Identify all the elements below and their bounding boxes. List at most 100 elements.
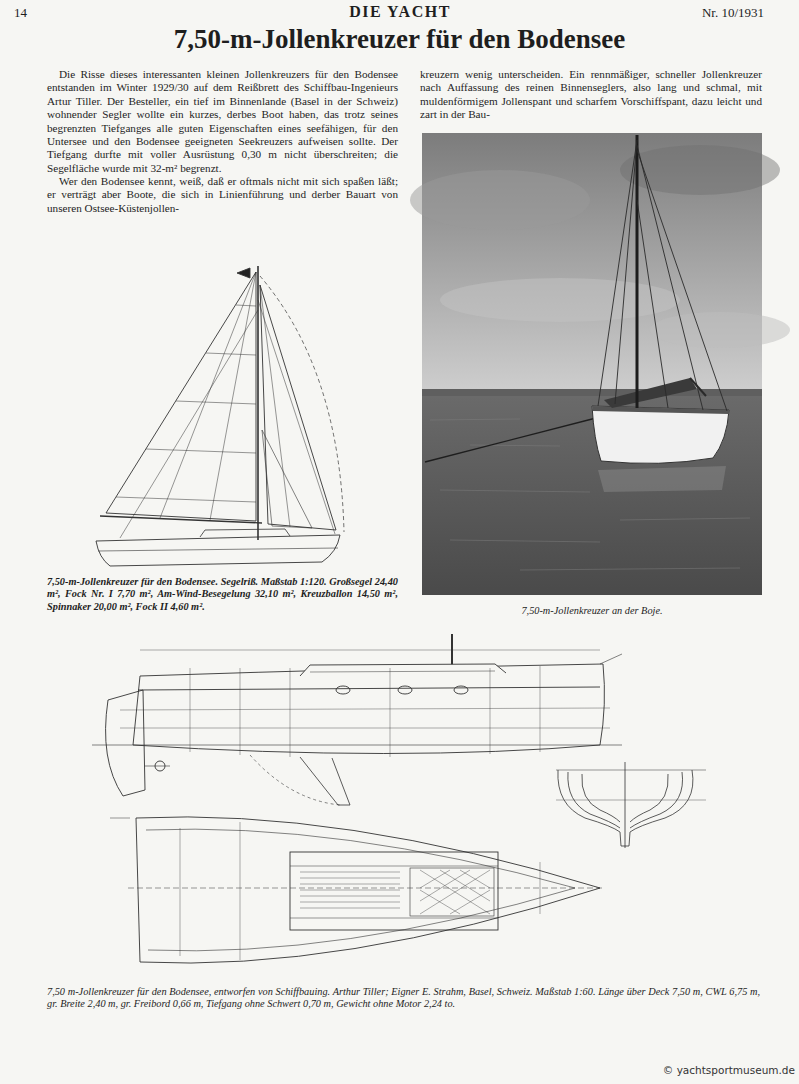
body-plan-line (556, 800, 706, 801)
sail-plan-line (200, 529, 290, 537)
boat-photo-line (422, 396, 762, 595)
deck-plan-line-line (420, 870, 490, 914)
boat-photo-line (598, 466, 726, 492)
deck-plan-line-line (300, 896, 400, 897)
deck-plan-line-line (300, 890, 400, 891)
hull-profile-line (190, 666, 540, 757)
hull-profile-line (140, 650, 600, 651)
boat-photo-line-line (637, 150, 727, 411)
boat-photo-line-line (440, 490, 590, 492)
sail-plan-line (260, 285, 336, 530)
hull-profile-line (133, 664, 604, 754)
boat-photo-line-line (450, 540, 600, 542)
hull-profile-line (310, 671, 495, 672)
figure-caption: 7,50-m-Jollenkreuzer für den Bodensee. S… (47, 576, 398, 613)
hull-profile-line-line (240, 668, 241, 755)
hull-profile-line (120, 728, 610, 729)
hull-profile-line-line (390, 668, 391, 757)
sail-plan-line (120, 310, 258, 538)
boat-photo-line-line (620, 518, 750, 520)
sail-plan-line-line (160, 272, 256, 518)
issue-number: Nr. 10/1931 (640, 5, 764, 21)
sail-plan-line-line (236, 305, 256, 306)
body-paragraph: Wer den Bodensee kennt, weiß, daß er oft… (47, 175, 398, 215)
figure-caption: 7,50 m-Jollenkreuzer für den Bodensee, e… (47, 986, 760, 1011)
hull-profile-line-line (190, 668, 191, 752)
sail-plan-line (96, 535, 340, 566)
deck-plan-line (410, 868, 494, 916)
hull-profile-line (336, 686, 350, 694)
deck-plan-line-line (300, 908, 400, 909)
hull-profile-line-line (290, 668, 291, 757)
magazine-name: DIE YACHT (250, 3, 550, 21)
hull-profile-line (300, 757, 350, 805)
deck-plan-line (146, 829, 575, 951)
hull-profile-line (600, 654, 622, 664)
deck-plan-line (110, 818, 130, 819)
deck-plan-line (300, 870, 490, 914)
boat-photo (410, 133, 790, 595)
boat-photo-line-line (615, 140, 637, 404)
hull-profile (92, 634, 622, 805)
boat-photo-line-line (637, 145, 703, 410)
boat-photo-line (598, 140, 727, 411)
deck-plan-line (128, 888, 605, 889)
body-plan-line (556, 770, 706, 771)
boat-photo-line-line (470, 445, 560, 446)
sail-plan-line-line (210, 272, 256, 520)
body-plan-line (630, 770, 693, 832)
article-title: 7,50-m-Jollenkreuzer für den Bodensee (0, 24, 799, 55)
deck-plan (110, 817, 605, 963)
boat-photo-line (690, 378, 706, 396)
body-plan-line (558, 770, 620, 832)
hull-profile-line (145, 766, 170, 767)
hull-profile-line (106, 690, 145, 796)
sail-plan (96, 266, 344, 566)
deck-plan-line (136, 817, 600, 963)
page-number: 14 (14, 5, 74, 21)
body-plan-line (630, 774, 668, 822)
body-plan-line (625, 762, 626, 848)
hull-profile-line-line (490, 668, 491, 754)
watermark: © yachtsportmuseum.de (595, 1064, 795, 1076)
deck-plan-line (290, 866, 498, 867)
boat-photo-line (604, 378, 697, 408)
sail-plan-line (262, 430, 312, 528)
deck-plan-line-line (300, 878, 400, 879)
body-plan-line (582, 774, 620, 822)
deck-plan-line-line (420, 870, 470, 901)
photo-caption: 7,50-m-Jollenkreuzer an der Boje. (422, 605, 762, 616)
sail-plan-line (258, 300, 335, 534)
sail-plan-line-line (116, 497, 256, 502)
deck-plan-line (540, 862, 541, 914)
deck-plan-line-line (300, 872, 400, 873)
hull-profile-line (398, 686, 412, 694)
deck-plan-line (180, 828, 181, 956)
hull-profile-line (300, 664, 506, 676)
sail-plan-line (260, 285, 290, 527)
boat-photo-line (636, 135, 639, 408)
deck-plan-line-line (420, 870, 490, 914)
hull-profile-line (454, 686, 468, 694)
hull-profile-line (140, 664, 603, 676)
body-plan-line (620, 832, 630, 846)
body-plan (556, 762, 706, 848)
boat-photo-line-line (598, 140, 637, 406)
body-plan-line (568, 772, 620, 828)
boat-photo-line (650, 312, 790, 348)
boat-photo-line-line (637, 200, 668, 408)
boat-photo-line-line (520, 568, 740, 570)
body-plan-line (630, 772, 683, 828)
sail-plan-line (100, 516, 262, 523)
hull-profile-line (250, 755, 340, 805)
deck-plan-line-line (300, 902, 400, 903)
hull-profile-line (138, 687, 600, 690)
body-paragraph: Die Risse dieses interessanten kleinen J… (47, 68, 398, 175)
deck-plan-line-line (420, 870, 450, 888)
boat-photo-line (422, 389, 762, 396)
boat-photo-line (592, 406, 729, 463)
boat-photo-line (425, 418, 596, 462)
sail-plan-line (116, 272, 256, 520)
boat-photo-line-line (430, 419, 520, 420)
hull-profile-line (92, 745, 622, 746)
